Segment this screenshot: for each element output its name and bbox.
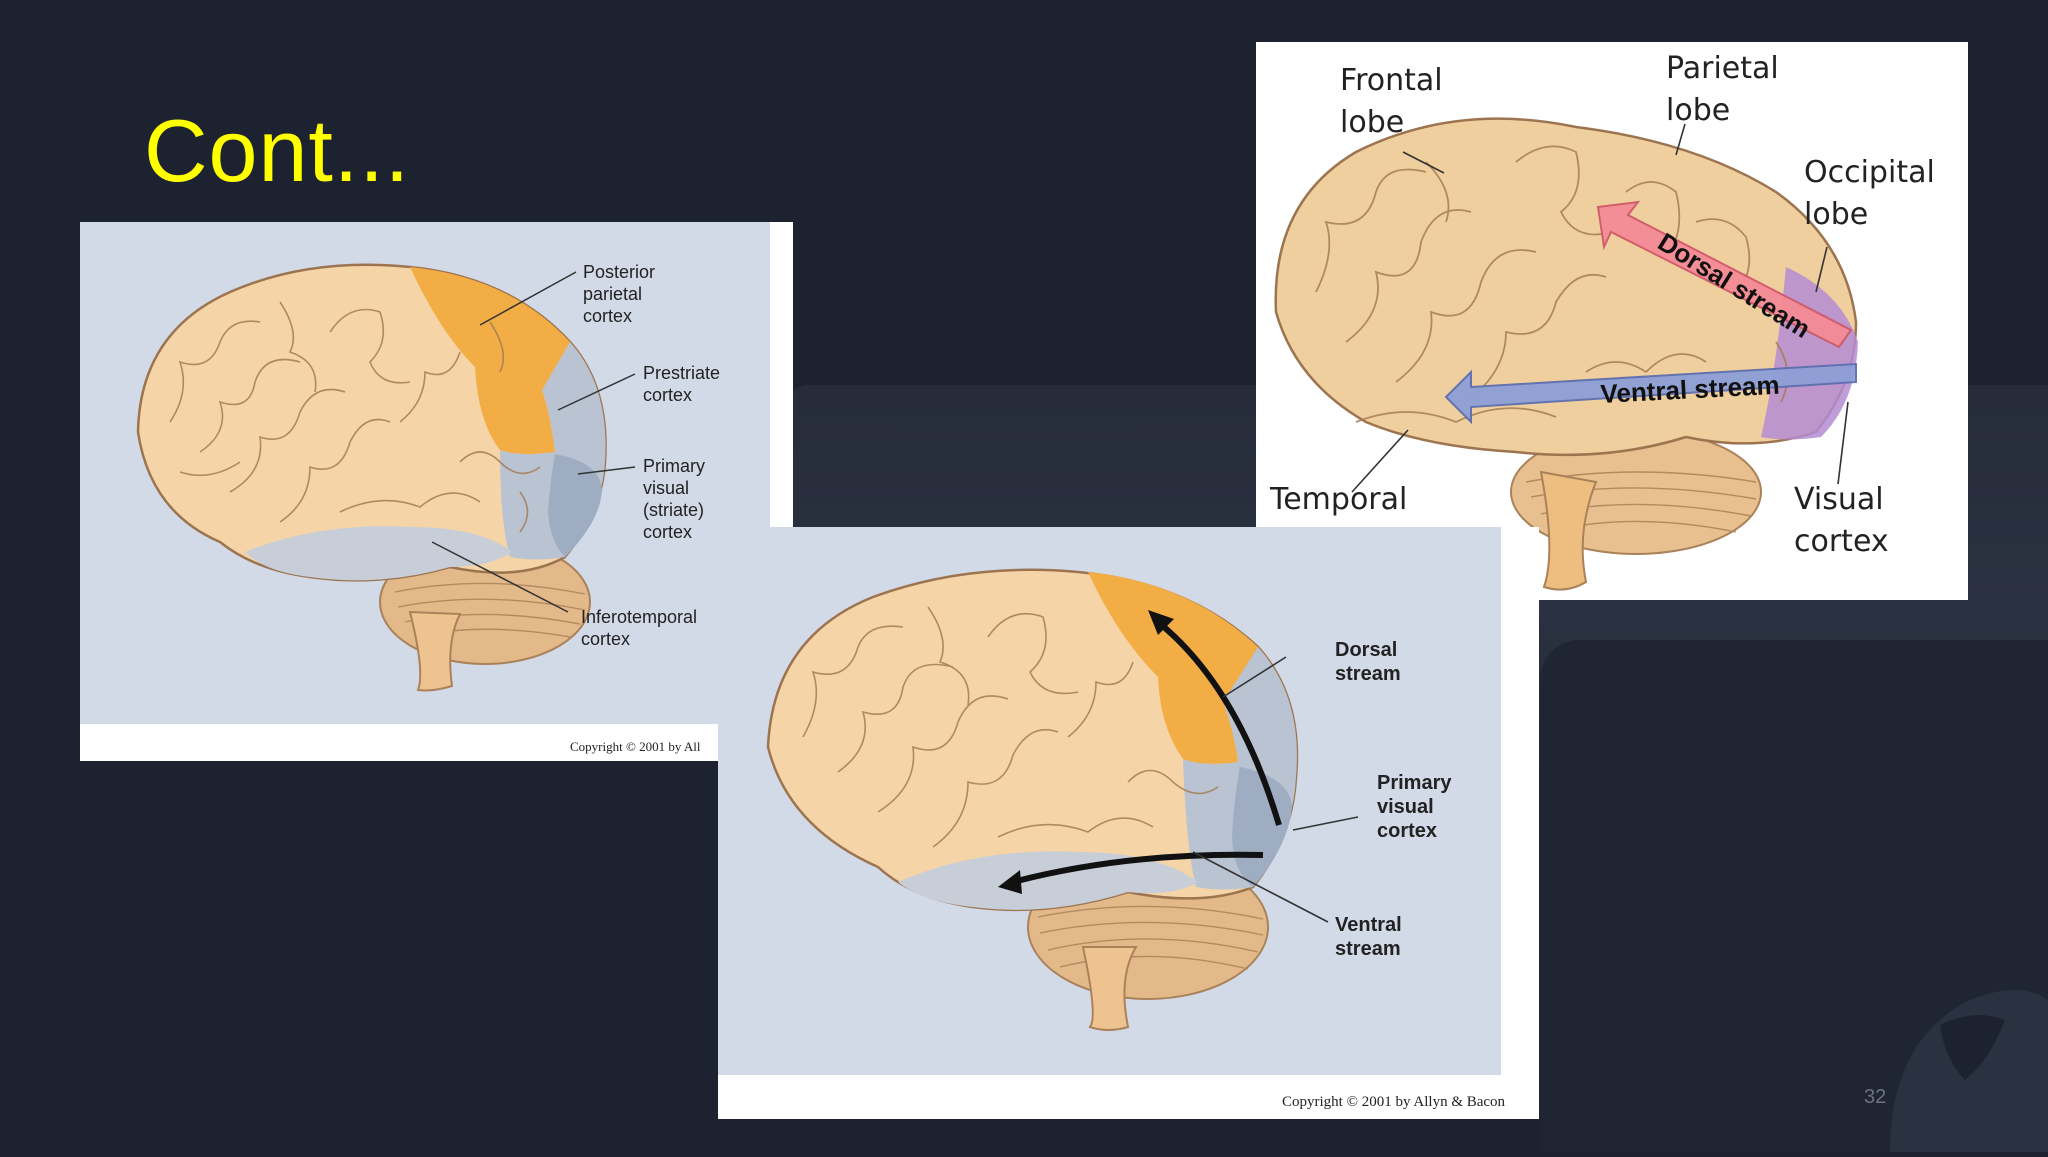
page-number: 32 bbox=[1864, 1086, 1887, 1108]
label-frontal-lobe-1: Frontal bbox=[1340, 63, 1443, 98]
label-primary-visual-2: visual bbox=[643, 478, 689, 498]
label-occipital-lobe-2: lobe bbox=[1804, 197, 1868, 232]
label-posterior-parietal-3: cortex bbox=[583, 306, 632, 326]
label-visual-cortex-1: Visual bbox=[1794, 482, 1884, 517]
slide-title: Cont... bbox=[144, 101, 411, 200]
label-temporal-lobe-1: Temporal bbox=[1269, 482, 1407, 517]
label-primary-visual-cortex-1: Primary bbox=[1377, 772, 1452, 794]
figure-left-brain-regions: Posterior parietal cortex Prestriate cor… bbox=[80, 222, 793, 761]
label-primary-visual-cortex-2: visual bbox=[1377, 796, 1434, 818]
copyright-center: Copyright © 2001 by Allyn & Bacon bbox=[1282, 1094, 1506, 1110]
label-parietal-lobe-2: lobe bbox=[1666, 93, 1730, 128]
label-dorsal-stream-2: stream bbox=[1335, 663, 1401, 685]
label-primary-visual-cortex-3: cortex bbox=[1377, 820, 1437, 842]
label-ventral-stream-1: Ventral bbox=[1335, 914, 1402, 936]
figure-center-visual-streams: Dorsal stream Primary visual cortex Vent… bbox=[718, 527, 1539, 1119]
label-ventral-stream-2: stream bbox=[1335, 938, 1401, 960]
label-prestriate-1: Prestriate bbox=[643, 363, 720, 383]
label-occipital-lobe-1: Occipital bbox=[1804, 155, 1935, 190]
label-posterior-parietal-2: parietal bbox=[583, 284, 642, 304]
figure-right-brain-lobes: Dorsal stream Ventral stream Frontal lob… bbox=[1256, 42, 1968, 600]
label-frontal-lobe-2: lobe bbox=[1340, 105, 1404, 140]
label-primary-visual-1: Primary bbox=[643, 456, 705, 476]
label-parietal-lobe-1: Parietal bbox=[1666, 51, 1779, 86]
label-prestriate-2: cortex bbox=[643, 385, 692, 405]
copyright-left: Copyright © 2001 by All bbox=[570, 739, 701, 754]
label-inferotemporal-2: cortex bbox=[581, 629, 630, 649]
label-visual-cortex-2: cortex bbox=[1794, 524, 1889, 559]
label-primary-visual-3: (striate) bbox=[643, 500, 704, 520]
label-posterior-parietal-1: Posterior bbox=[583, 262, 655, 282]
logo-mark bbox=[1880, 980, 2048, 1157]
label-dorsal-stream-1: Dorsal bbox=[1335, 639, 1397, 661]
label-primary-visual-4: cortex bbox=[643, 522, 692, 542]
label-inferotemporal-1: Inferotemporal bbox=[581, 607, 697, 627]
